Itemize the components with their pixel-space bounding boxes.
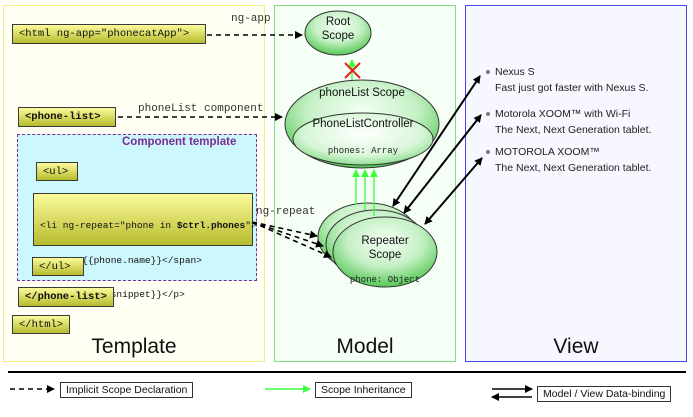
li-line-1: <li ng-repeat="phone in $ctrl.phones">: [40, 220, 257, 232]
phones-prop-label: phones: Array: [327, 146, 399, 156]
li-line-4: </li>: [40, 324, 246, 336]
view-item-2: Motorola XOOM™ with Wi-Fi The Next, Next…: [495, 106, 651, 138]
view-heading: View: [553, 335, 599, 358]
li-line-1-post: ">: [245, 220, 257, 231]
repeater-scope-line-2: Scope: [368, 249, 402, 261]
view-panel: [465, 5, 687, 362]
phonelist-scope-label: phoneList Scope: [319, 87, 405, 99]
cross-icon: [344, 62, 361, 79]
repeater-scope-front: [332, 216, 438, 288]
template-heading: Template: [91, 335, 177, 358]
ng-repeat-arrow-1: [251, 221, 318, 239]
root-scope-line-1: Root: [325, 16, 351, 28]
view-item-3-name: MOTOROLA XOOM™: [495, 146, 600, 158]
repeater-scope-label: Repeater Scope: [345, 234, 425, 262]
legend-implicit-label: Implicit Scope Declaration: [60, 382, 194, 398]
html-close-tag: </html>: [12, 315, 70, 334]
view-item-1-snippet: Fast just got faster with Nexus S.: [495, 82, 649, 94]
component-template-title: Component template: [122, 136, 237, 148]
phonelist-component-label: phoneList component: [138, 103, 264, 115]
li-line-1-pre: <li ng-repeat="phone in: [40, 220, 177, 231]
view-item-1: Nexus S Fast just got faster with Nexus …: [495, 64, 648, 96]
root-scope-line-2: Scope: [321, 30, 355, 42]
legend-inheritance-label: Scope Inheritance: [315, 382, 412, 398]
ul-close-tag: </ul>: [32, 257, 84, 276]
html-open-tag: <html ng-app="phonecatApp">: [12, 24, 206, 44]
model-heading: Model: [336, 335, 394, 358]
root-scope-label: Root Scope: [305, 15, 371, 43]
view-item-2-name: Motorola XOOM™ with Wi-Fi: [495, 108, 631, 120]
view-item-3-snippet: The Next, Next Generation tablet.: [495, 162, 652, 174]
binding-arrow-3: [424, 157, 483, 225]
ng-repeat-arrow-2: [251, 221, 324, 248]
phone-prop-label: phone: Object: [349, 275, 421, 285]
phone-list-open-tag: <phone-list>: [18, 107, 116, 127]
li-line-3: <p>{{phone.snippet}}</p>: [48, 289, 185, 300]
phone-list-close-tag: </phone-list>: [18, 287, 114, 307]
ng-repeat-arrow-3: [251, 221, 332, 258]
li-block: <li ng-repeat="phone in $ctrl.phones"> <…: [33, 193, 257, 335]
controller-label: PhoneListController: [312, 118, 414, 130]
view-bullet-1: [486, 70, 490, 74]
view-bullet-3: [486, 150, 490, 154]
repeater-scope-line-1: Repeater: [361, 235, 409, 247]
view-item-2-snippet: The Next, Next Generation tablet.: [495, 124, 652, 136]
li-line-2: <span>{{phone.name}}</span>: [48, 254, 202, 266]
li-line-1-bold: $ctrl.phones: [176, 220, 246, 231]
ul-open-tag: <ul>: [36, 162, 78, 181]
ng-repeat-label: ng-repeat: [256, 206, 316, 218]
view-item-1-name: Nexus S: [495, 66, 535, 78]
legend-binding-label: Model / View Data-binding: [537, 386, 672, 402]
ng-app-label: ng-app: [231, 13, 271, 25]
root-scope-ellipse: [304, 10, 372, 56]
view-item-3: MOTOROLA XOOM™ The Next, Next Generation…: [495, 144, 651, 176]
view-bullet-2: [486, 112, 490, 116]
